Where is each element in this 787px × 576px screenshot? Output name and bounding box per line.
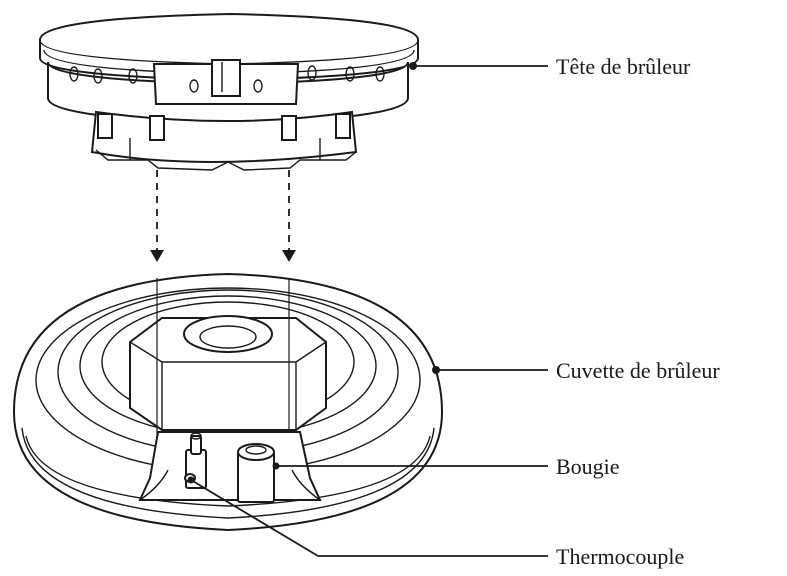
burner-port-holes [69, 65, 385, 84]
spark-plug [237, 443, 275, 503]
label-spark-plug: Bougie [556, 454, 620, 479]
burner-cup [12, 272, 444, 532]
label-burner-head: Tête de brûleur [556, 54, 691, 79]
leader-lines [187, 62, 548, 557]
alignment-arrows [150, 170, 296, 262]
label-thermocouple: Thermocouple [556, 544, 684, 569]
label-burner-cup: Cuvette de brûleur [556, 358, 720, 383]
burner-head [39, 12, 419, 171]
